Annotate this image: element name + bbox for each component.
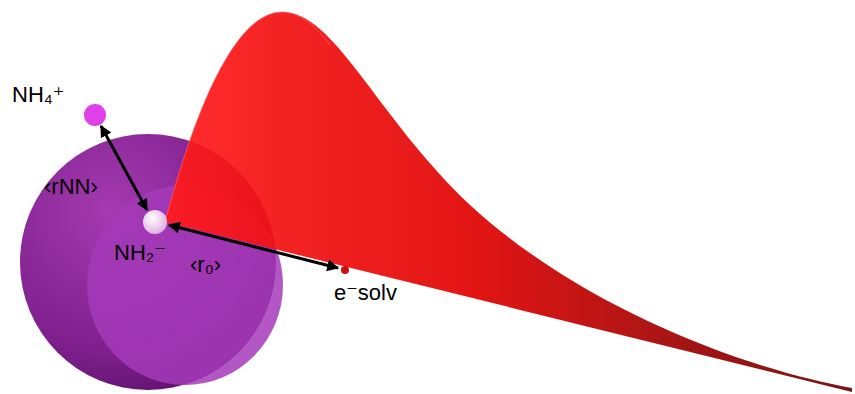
ammonium-label: NH₄⁺ [12, 84, 64, 106]
cone-edge [165, 12, 330, 222]
ammonium-ball [84, 104, 106, 126]
distance-label: ‹r₀› [190, 254, 221, 276]
amide-ball [143, 210, 167, 234]
electron-distribution [165, 12, 852, 392]
electron-dot [341, 266, 349, 274]
distance-label: ‹rNN› [44, 176, 98, 198]
amide-label: NH₂⁻ [114, 242, 166, 264]
rnn-arrow [101, 126, 147, 210]
electron-label: e⁻solv [334, 282, 397, 304]
